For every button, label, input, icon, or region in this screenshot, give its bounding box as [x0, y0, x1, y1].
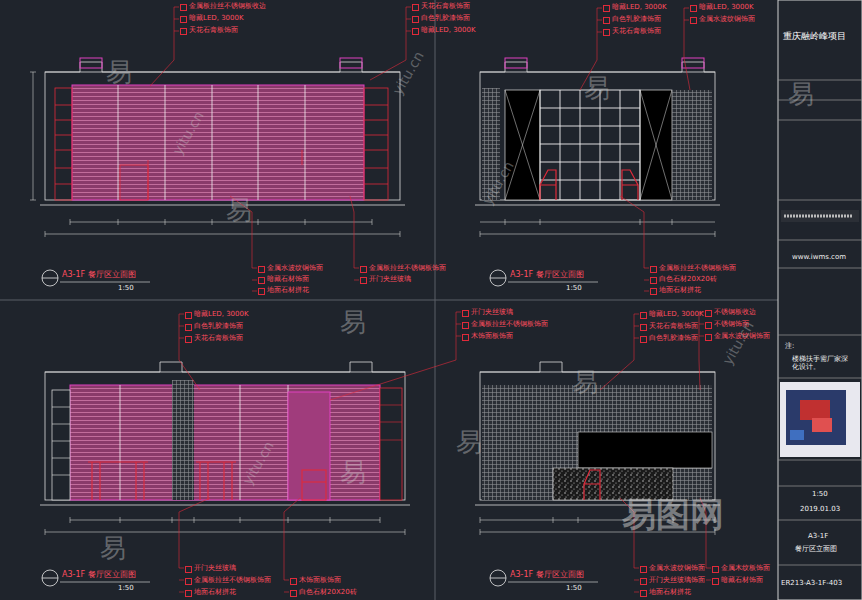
watermark: 易: [106, 58, 132, 87]
watermark: 易: [572, 368, 598, 397]
callout-text: 暗藏LED, 3000K: [690, 4, 754, 12]
callout-text: 地面石材拼花: [650, 287, 701, 295]
watermark: 易: [226, 196, 252, 225]
callout-text: 开门夹丝玻璃: [462, 309, 513, 317]
scale-text: 1:50: [118, 285, 134, 293]
callout-text: 金属水波纹铜饰面: [258, 265, 323, 273]
watermark: yitu.cn: [390, 49, 427, 98]
callout-text: 暗藏LED, 3000K: [180, 15, 244, 23]
callout-text: 开门夹丝玻璃: [185, 565, 236, 573]
callout-text: 白色石材20X20砖: [290, 589, 357, 597]
view-title: A3-1F 餐厅区立面图: [62, 271, 136, 280]
callout-text: 不锈钢板收边: [705, 309, 756, 317]
watermark: yitu.cn: [480, 159, 517, 208]
watermark: 易: [340, 458, 366, 487]
callout-text: 金属板拉丝不锈钢板饰面: [360, 265, 446, 273]
callout-text: 金属板拉丝不锈钢板饰面: [185, 577, 271, 585]
callout-text: 开门夹丝玻璃饰面: [640, 577, 705, 585]
callout-text: 金属板拉丝不锈钢板饰面: [650, 265, 736, 273]
callout-text: 金属板拉丝不锈钢板收边: [180, 3, 266, 11]
watermark: 易: [456, 428, 482, 457]
view-title: A3-1F 餐厅区立面图: [62, 571, 136, 580]
callout-text: 天花石膏板饰面: [603, 28, 661, 36]
title-block-text: www.iwms.com: [792, 254, 846, 262]
title-block-text: 餐厅区立面图: [795, 546, 837, 554]
callout-text: 暗藏LED, 3000K: [640, 311, 704, 319]
watermark-logo: 易图网: [622, 496, 724, 533]
callout-text: 开门夹丝玻璃: [360, 276, 411, 284]
note-text: 楼梯扶手需厂家深化设计。: [792, 356, 854, 371]
title-block-text: 1:50: [812, 491, 828, 499]
callout-text: 天花石膏板饰面: [180, 27, 238, 35]
callout-text: 金属木纹板饰面: [712, 565, 770, 573]
scale-text: 1:50: [566, 285, 582, 293]
callout-text: 木饰面板饰面: [462, 333, 513, 341]
callout-text: 金属水波纹铜饰面: [640, 565, 705, 573]
watermark: 易: [100, 534, 126, 563]
callout-text: 白色乳胶漆饰面: [185, 323, 243, 331]
callout-text: 天花石膏板饰面: [640, 323, 698, 331]
callout-text: 地面石材拼花: [258, 287, 309, 295]
scale-text: 1:50: [566, 585, 582, 593]
watermark: yitu.cn: [240, 439, 277, 488]
callout-text: 天花石膏板饰面: [185, 335, 243, 343]
callout-text: 白色乳胶漆饰面: [603, 16, 661, 24]
title-block-text: 注:: [785, 343, 794, 351]
callout-text: 暗藏石材饰面: [258, 276, 309, 284]
watermark: yitu.cn: [170, 109, 207, 158]
callout-text: 金属板拉丝不锈钢板饰面: [462, 321, 548, 329]
watermark: 易: [788, 80, 814, 109]
title-block-text: ER213-A3-1F-403: [781, 580, 842, 588]
watermark: 易: [584, 74, 610, 103]
callout-text: 金属水波纹铜饰面: [690, 16, 755, 24]
scale-text: 1:50: [118, 585, 134, 593]
callout-text: 天花石膏板饰面: [412, 3, 470, 11]
callout-text: 白色石材20X20砖: [650, 276, 717, 284]
view-title: A3-1F 餐厅区立面图: [510, 271, 584, 280]
callout-text: 地面石材拼花: [185, 589, 236, 597]
view-title: A3-1F 餐厅区立面图: [510, 571, 584, 580]
callout-text: 白色乳胶漆饰面: [412, 15, 470, 23]
project-name: 重庆融岭峰项目: [783, 32, 846, 42]
callout-text: 木饰面板饰面: [290, 577, 341, 585]
callout-text: 暗藏石材饰面: [712, 577, 763, 585]
callout-text: 暗藏LED, 3000K: [412, 27, 476, 35]
callout-text: 白色乳胶漆饰面: [640, 335, 698, 343]
title-block-text: 2019.01.03: [800, 506, 840, 514]
title-block-text: A3-1F: [808, 533, 828, 541]
callout-text: 地面石材拼花: [640, 589, 691, 597]
watermark: 易: [340, 308, 366, 337]
callout-text: 暗藏LED, 3000K: [603, 4, 667, 12]
callout-text: 暗藏LED, 3000K: [185, 311, 249, 319]
